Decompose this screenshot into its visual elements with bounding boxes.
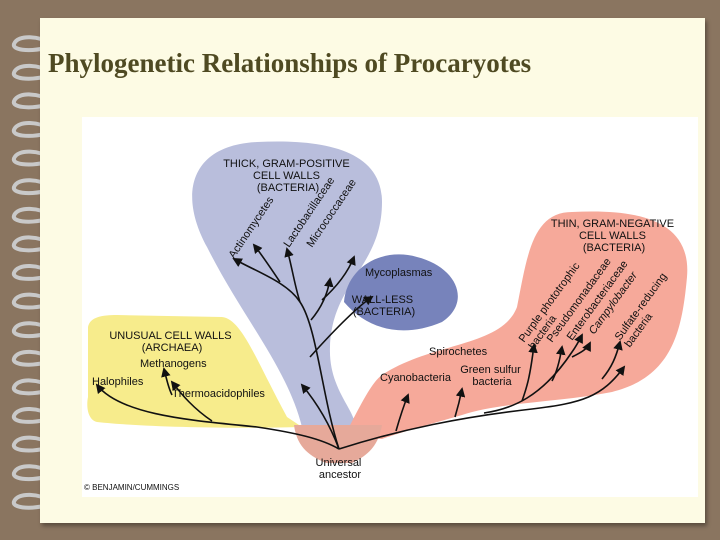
archaea-label: UNUSUAL CELL WALLS (ARCHAEA) <box>109 330 234 354</box>
phylogenetic-tree-figure: THICK, GRAM-POSITIVE CELL WALLS (BACTERI… <box>82 117 698 497</box>
taxon-halophiles: Halophiles <box>92 376 144 388</box>
gram-negative-label: THIN, GRAM-NEGATIVE CELL WALLS (BACTERIA… <box>551 218 677 254</box>
tree-branches <box>95 243 626 450</box>
taxon-thermoacidophiles: Thermoacidophiles <box>172 388 265 400</box>
gram-negative-region <box>344 211 688 439</box>
taxon-cyanobacteria: Cyanobacteria <box>380 372 452 384</box>
wall-less-region <box>344 254 458 331</box>
slide-title: Phylogenetic Relationships of Procaryote… <box>48 48 532 78</box>
gram-positive-label: THICK, GRAM-POSITIVE CELL WALLS (BACTERI… <box>223 158 353 194</box>
taxon-mycoplasmas: Mycoplasmas <box>365 267 433 279</box>
wall-less-label: WALL-LESS (BACTERIA) <box>352 294 416 318</box>
taxon-green-sulfur-bacteria: Green sulfur bacteria <box>460 364 524 388</box>
taxon-methanogens: Methanogens <box>140 358 207 370</box>
universal-ancestor-label: Universal ancestor <box>316 457 365 481</box>
taxon-spirochetes: Spirochetes <box>429 346 488 358</box>
archaea-region <box>87 315 302 428</box>
copyright-notice: © BENJAMIN/CUMMINGS <box>84 483 179 492</box>
